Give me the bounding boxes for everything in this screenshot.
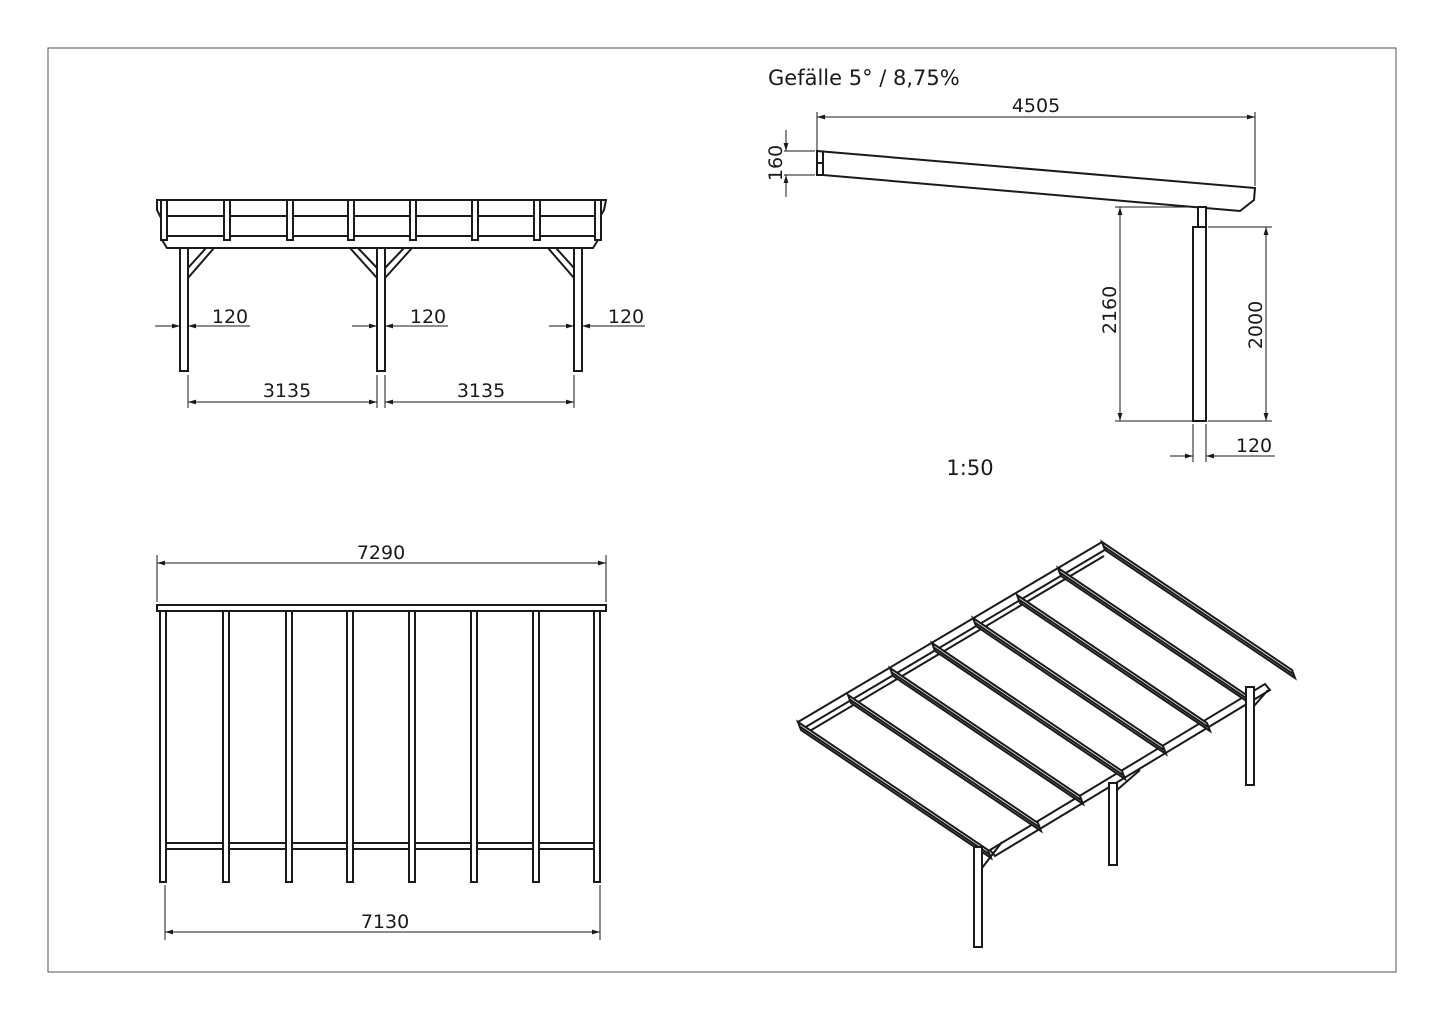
front-rafter xyxy=(347,199,355,241)
plan-rafter xyxy=(346,610,354,883)
dim-depth: 4505 xyxy=(1012,95,1060,117)
post-right xyxy=(573,247,583,372)
dim-roof-width: 7290 xyxy=(357,542,405,564)
iso-rafter-edge xyxy=(1017,598,1209,728)
front-rafter xyxy=(533,199,541,241)
iso-rafter-edge xyxy=(973,621,1165,751)
plan-rafter xyxy=(222,610,230,883)
front-rafter xyxy=(286,199,294,241)
post-side xyxy=(1192,226,1207,422)
dim-total-height: 2160 xyxy=(1099,286,1121,334)
iso-rafter-edge xyxy=(932,646,1124,776)
dim-post-width-1: 120 xyxy=(212,306,248,328)
iso-rafter-edge xyxy=(798,725,990,855)
plan-rafter xyxy=(593,610,601,883)
front-rafter xyxy=(223,199,231,241)
isometric-view xyxy=(795,539,1298,948)
dim-beam-height: 160 xyxy=(765,145,787,181)
dim-post-width-3: 120 xyxy=(608,306,644,328)
iso-post-back xyxy=(1245,686,1255,786)
side-view: Gefälle 5° / 8,75% 4505 160 2160 2000 12… xyxy=(765,66,1275,480)
dim-post-width-2: 120 xyxy=(410,306,446,328)
iso-post-front xyxy=(973,846,983,948)
dim-post-height: 2000 xyxy=(1245,301,1267,349)
front-rafter xyxy=(594,199,602,241)
iso-rafter-edge xyxy=(1102,545,1294,675)
plan-rafter xyxy=(408,610,416,883)
iso-post-middle xyxy=(1108,782,1118,866)
slope-label: Gefälle 5° / 8,75% xyxy=(768,66,960,90)
dim-span-2: 3135 xyxy=(457,380,505,402)
drawing-frame xyxy=(47,47,1397,973)
front-rafter xyxy=(471,199,479,241)
post-left xyxy=(179,247,189,372)
front-rafter xyxy=(160,199,168,241)
iso-rafter-edge xyxy=(890,671,1082,801)
front-rafter xyxy=(409,199,417,241)
scale-label: 1:50 xyxy=(946,456,993,480)
plan-rafter xyxy=(470,610,478,883)
iso-rafter-edge xyxy=(848,698,1040,828)
dim-post-width-side: 120 xyxy=(1236,435,1272,457)
rafter-side xyxy=(816,149,1257,213)
plan-rafter xyxy=(532,610,540,883)
plan-rafter xyxy=(285,610,293,883)
front-view: 120 120 120 3135 3135 xyxy=(155,199,645,408)
post-middle xyxy=(376,247,386,372)
dim-span-1: 3135 xyxy=(263,380,311,402)
plan-view: 7290 7130 xyxy=(156,542,607,940)
iso-rafter-edge xyxy=(1058,571,1250,701)
dim-post-span: 7130 xyxy=(361,911,409,933)
plan-rafter xyxy=(159,610,167,883)
